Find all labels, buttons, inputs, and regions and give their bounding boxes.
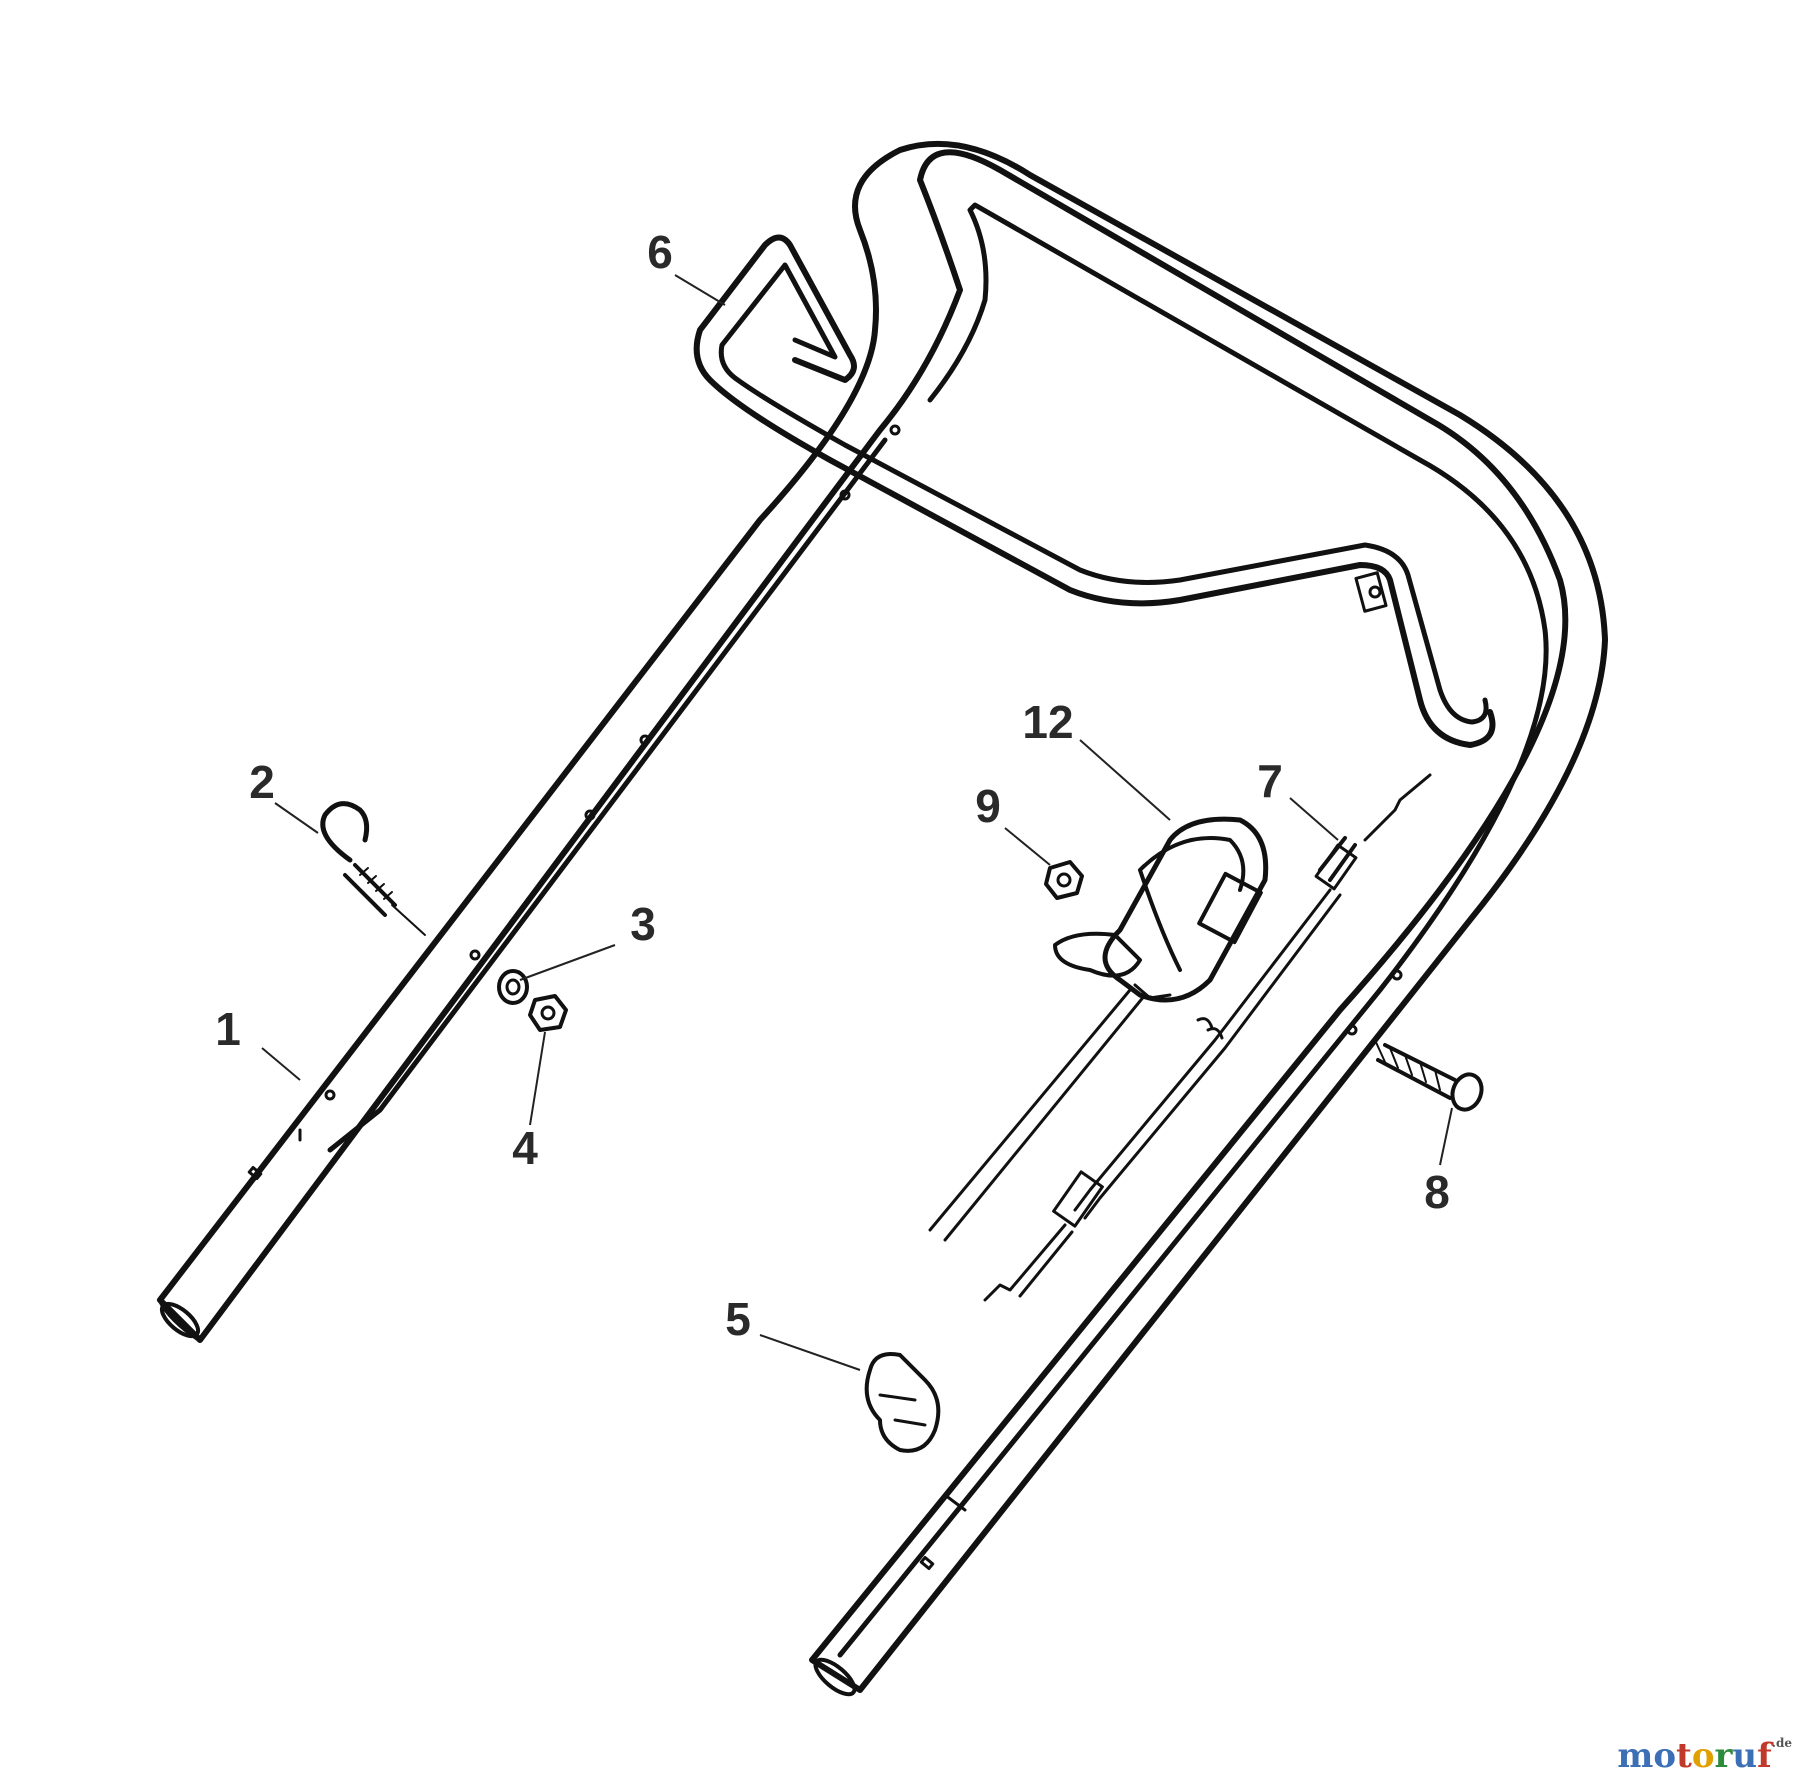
callout-12: 12 [1022, 696, 1073, 748]
watermark-logo: motoruf.de [1617, 1736, 1792, 1776]
watermark-letter: f [1757, 1736, 1772, 1776]
callout-6: 6 [647, 226, 673, 278]
washer [497, 969, 529, 1005]
control-unit [928, 816, 1269, 1242]
callout-4: 4 [512, 1122, 538, 1174]
watermark-letter: t [1676, 1736, 1692, 1776]
hook-bolt [320, 801, 426, 936]
callout-2: 2 [249, 756, 275, 808]
callout-1: 1 [215, 1003, 241, 1055]
bail-lever [693, 234, 1496, 748]
control-cable [983, 773, 1432, 1302]
callout-7: 7 [1257, 755, 1283, 807]
callout-5: 5 [725, 1293, 751, 1345]
bolt [1374, 1039, 1484, 1112]
callout-labels: 1 2 3 4 5 6 7 8 9 12 [215, 226, 1450, 1345]
callout-9: 9 [975, 780, 1001, 832]
callout-8: 8 [1424, 1166, 1450, 1218]
watermark-letter: o [1653, 1736, 1677, 1776]
watermark-letter: o [1691, 1736, 1715, 1776]
cable-clip [864, 1352, 941, 1453]
nut-small [528, 994, 568, 1032]
watermark-domain: .de [1771, 1736, 1792, 1750]
nut-control [1044, 860, 1084, 900]
leader-lines [261, 274, 1453, 1371]
watermark-letter: r [1714, 1736, 1733, 1776]
watermark-letter: m [1617, 1736, 1654, 1776]
callout-3: 3 [630, 898, 656, 950]
watermark-letter: u [1732, 1736, 1758, 1776]
upper-handle-frame [157, 140, 1608, 1697]
